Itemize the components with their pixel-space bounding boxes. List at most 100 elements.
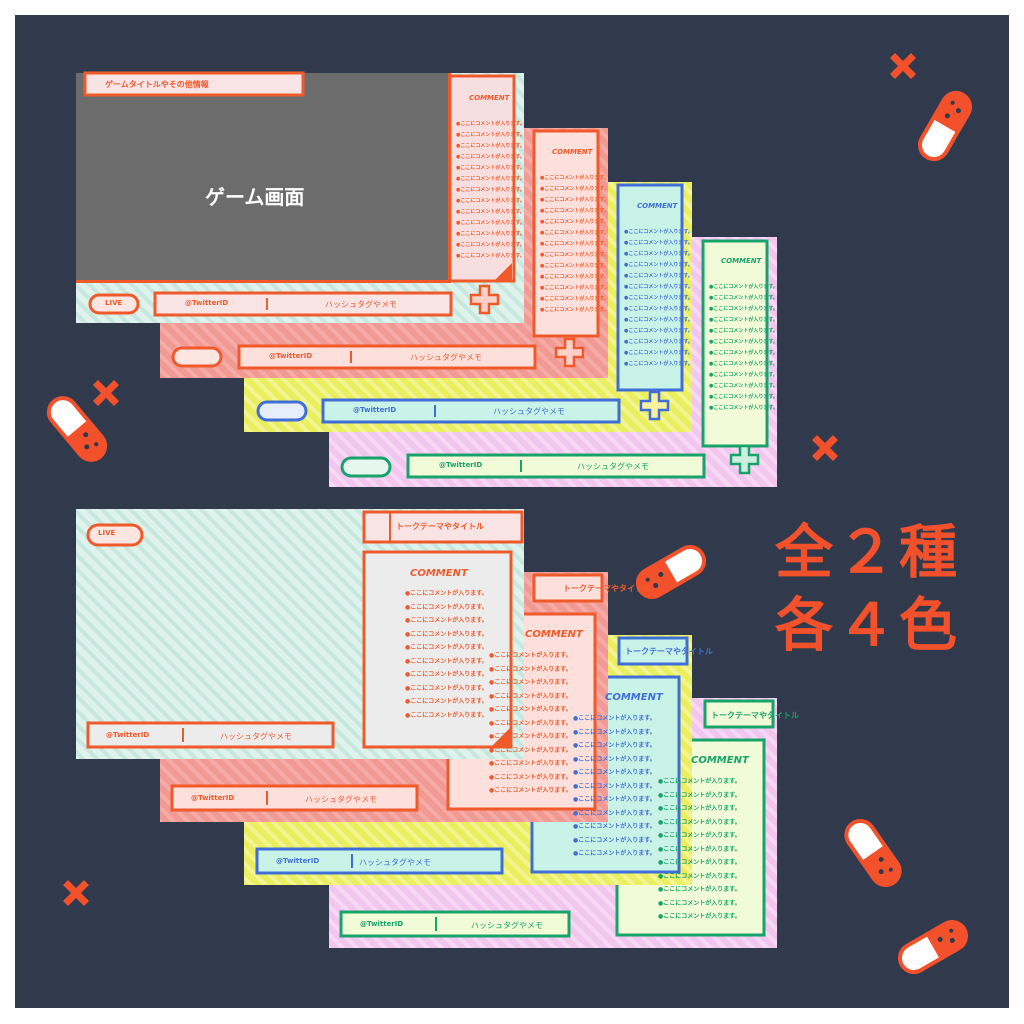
artwork-background: ゲームタイトルやその他情報 ゲーム画面 COMMENT COMMENT COMM… bbox=[15, 15, 1009, 1008]
comment-line: ●ここにコメントが入ります。 bbox=[489, 679, 572, 686]
comment-line: ●ここにコメントが入ります。 bbox=[573, 823, 656, 830]
comment-line: ●ここにコメントが入ります。 bbox=[405, 657, 488, 665]
comment-line: ●ここにコメントが入ります。 bbox=[489, 787, 572, 794]
comment-header-a-salmon: COMMENT bbox=[552, 148, 593, 156]
comment-header-a-yellow: COMMENT bbox=[637, 202, 678, 210]
comment-header-b-mint: COMMENT bbox=[410, 568, 468, 579]
comment-line: ●ここにコメントが入ります。 bbox=[456, 165, 525, 171]
comment-line: ●ここにコメントが入ります。 bbox=[573, 715, 656, 722]
headline-line1: 全２種 bbox=[775, 518, 962, 586]
comment-line: ●ここにコメントが入ります。 bbox=[624, 350, 693, 356]
comment-line: ●ここにコメントが入ります。 bbox=[405, 711, 488, 719]
overlay-b-mint bbox=[76, 509, 524, 759]
comment-line: ●ここにコメントが入ります。 bbox=[456, 198, 525, 204]
comment-line: ●ここにコメントが入ります。 bbox=[624, 328, 693, 334]
comment-line: ●ここにコメントが入ります。 bbox=[405, 630, 488, 638]
comment-line: ●ここにコメントが入ります。 bbox=[456, 176, 525, 182]
twitter-a-salmon: @TwitterID bbox=[269, 352, 313, 360]
comment-line: ●ここにコメントが入ります。 bbox=[573, 742, 656, 749]
comment-line: ●ここにコメントが入ります。 bbox=[573, 850, 656, 857]
memo-b-salmon: ハッシュタグやメモ bbox=[305, 795, 377, 804]
comment-line: ●ここにコメントが入ります。 bbox=[658, 845, 741, 853]
comment-line: ●ここにコメントが入ります。 bbox=[624, 284, 693, 290]
comment-line: ●ここにコメントが入ります。 bbox=[489, 719, 572, 727]
comment-header-b-yellow: COMMENT bbox=[605, 692, 663, 703]
twitter-b-salmon: @TwitterID bbox=[191, 794, 235, 802]
comment-line: ●ここにコメントが入ります。 bbox=[540, 252, 609, 258]
comment-line: ●ここにコメントが入ります。 bbox=[624, 295, 693, 301]
live-badge-b: LIVE bbox=[98, 529, 116, 537]
overlay-a-mint bbox=[76, 71, 524, 323]
twitter-a-yellow: @TwitterID bbox=[353, 406, 397, 414]
comment-line: ●ここにコメントが入ります。 bbox=[540, 296, 609, 302]
comment-list-a-salmon: ●ここにコメントが入ります。 ●ここにコメントが入ります。 ●ここにコメントが入りま… bbox=[540, 173, 609, 316]
comment-line: ●ここにコメントが入ります。 bbox=[456, 154, 525, 160]
memo-b-lilac: ハッシュタグやメモ bbox=[471, 921, 543, 930]
comment-line: ●ここにコメントが入ります。 bbox=[709, 317, 778, 323]
comment-line: ●ここにコメントが入ります。 bbox=[456, 242, 525, 248]
comment-line: ●ここにコメントが入ります。 bbox=[489, 692, 572, 700]
comment-line: ●ここにコメントが入ります。 bbox=[709, 295, 778, 301]
twitter-a-lilac: @TwitterID bbox=[439, 461, 483, 469]
comment-line: ●ここにコメントが入ります。 bbox=[540, 241, 609, 247]
comment-line: ●ここにコメントが入ります。 bbox=[658, 791, 741, 799]
comment-line: ●ここにコメントが入ります。 bbox=[573, 809, 656, 817]
headline-line2: 各４色 bbox=[775, 591, 962, 659]
comment-header-b-lilac: COMMENT bbox=[691, 755, 749, 766]
comment-line: ●ここにコメントが入ります。 bbox=[405, 617, 488, 624]
comment-line: ●ここにコメントが入ります。 bbox=[456, 187, 525, 193]
comment-line: ●ここにコメントが入ります。 bbox=[624, 339, 693, 345]
comment-list-a-lilac: ●ここにコメントが入ります。 ●ここにコメントが入ります。 ●ここにコメントが入りま… bbox=[709, 282, 778, 414]
comment-line: ●ここにコメントが入ります。 bbox=[405, 698, 488, 705]
comment-line: ●ここにコメントが入ります。 bbox=[709, 350, 778, 356]
comment-line: ●ここにコメントが入ります。 bbox=[456, 121, 525, 127]
comment-line: ●ここにコメントが入ります。 bbox=[489, 706, 572, 713]
comment-line: ●ここにコメントが入ります。 bbox=[709, 306, 778, 312]
comment-line: ●ここにコメントが入ります。 bbox=[658, 832, 741, 839]
comment-line: ●ここにコメントが入ります。 bbox=[658, 913, 741, 920]
comment-line: ●ここにコメントが入ります。 bbox=[489, 760, 572, 767]
comment-line: ●ここにコメントが入ります。 bbox=[405, 590, 488, 597]
comment-line: ●ここにコメントが入ります。 bbox=[709, 405, 778, 411]
comment-line: ●ここにコメントが入ります。 bbox=[709, 361, 778, 367]
comment-line: ●ここにコメントが入ります。 bbox=[405, 671, 488, 678]
comment-line: ●ここにコメントが入ります。 bbox=[573, 755, 656, 763]
comment-line: ●ここにコメントが入ります。 bbox=[540, 219, 609, 225]
topic-bar-b-yellow: トークテーマやタイトル bbox=[625, 647, 713, 656]
comment-line: ●ここにコメントが入ります。 bbox=[456, 253, 525, 259]
memo-b-yellow: ハッシュタグやメモ bbox=[359, 858, 431, 867]
comment-header-b-salmon: COMMENT bbox=[525, 629, 583, 640]
live-badge-a: LIVE bbox=[105, 299, 123, 307]
memo-a-salmon: ハッシュタグやメモ bbox=[410, 353, 482, 362]
memo-a-yellow: ハッシュタグやメモ bbox=[493, 407, 565, 416]
comment-line: ●ここにコメントが入ります。 bbox=[540, 285, 609, 291]
comment-line: ●ここにコメントが入ります。 bbox=[540, 263, 609, 269]
comment-line: ●ここにコメントが入ります。 bbox=[624, 262, 693, 268]
comment-line: ●ここにコメントが入ります。 bbox=[658, 886, 741, 893]
comment-line: ●ここにコメントが入ります。 bbox=[624, 361, 693, 367]
twitter-b-mint: @TwitterID bbox=[106, 731, 150, 739]
comment-line: ●ここにコメントが入ります。 bbox=[540, 175, 609, 181]
comment-line: ●ここにコメントが入ります。 bbox=[489, 652, 572, 659]
comment-line: ●ここにコメントが入ります。 bbox=[624, 240, 693, 246]
comment-line: ●ここにコメントが入ります。 bbox=[540, 208, 609, 214]
comment-line: ●ここにコメントが入ります。 bbox=[573, 769, 656, 776]
comment-line: ●ここにコメントが入ります。 bbox=[624, 251, 693, 257]
comment-line: ●ここにコメントが入ります。 bbox=[709, 383, 778, 389]
comment-header-a-lilac: COMMENT bbox=[721, 257, 762, 265]
comment-line: ●ここにコメントが入ります。 bbox=[456, 143, 525, 149]
comment-list-b-lilac: ●ここにコメントが入ります。 ●ここにコメントが入ります。 ●ここにコメントが入りま… bbox=[658, 775, 741, 924]
comment-line: ●ここにコメントが入ります。 bbox=[709, 284, 778, 290]
topic-bar-b-mint: トークテーマやタイトル bbox=[396, 522, 484, 531]
comment-line: ●ここにコメントが入ります。 bbox=[573, 796, 656, 803]
comment-line: ●ここにコメントが入ります。 bbox=[540, 186, 609, 192]
topic-bar-b-lilac: トークテーマやタイトル bbox=[711, 711, 799, 720]
comment-line: ●ここにコメントが入ります。 bbox=[456, 132, 525, 138]
twitter-b-yellow: @TwitterID bbox=[276, 857, 320, 865]
comment-line: ●ここにコメントが入ります。 bbox=[709, 394, 778, 400]
comment-line: ●ここにコメントが入ります。 bbox=[540, 307, 609, 313]
comment-line: ●ここにコメントが入ります。 bbox=[405, 603, 488, 611]
comment-line: ●ここにコメントが入ります。 bbox=[489, 773, 572, 781]
comment-line: ●ここにコメントが入ります。 bbox=[405, 644, 488, 651]
comment-line: ●ここにコメントが入ります。 bbox=[709, 328, 778, 334]
